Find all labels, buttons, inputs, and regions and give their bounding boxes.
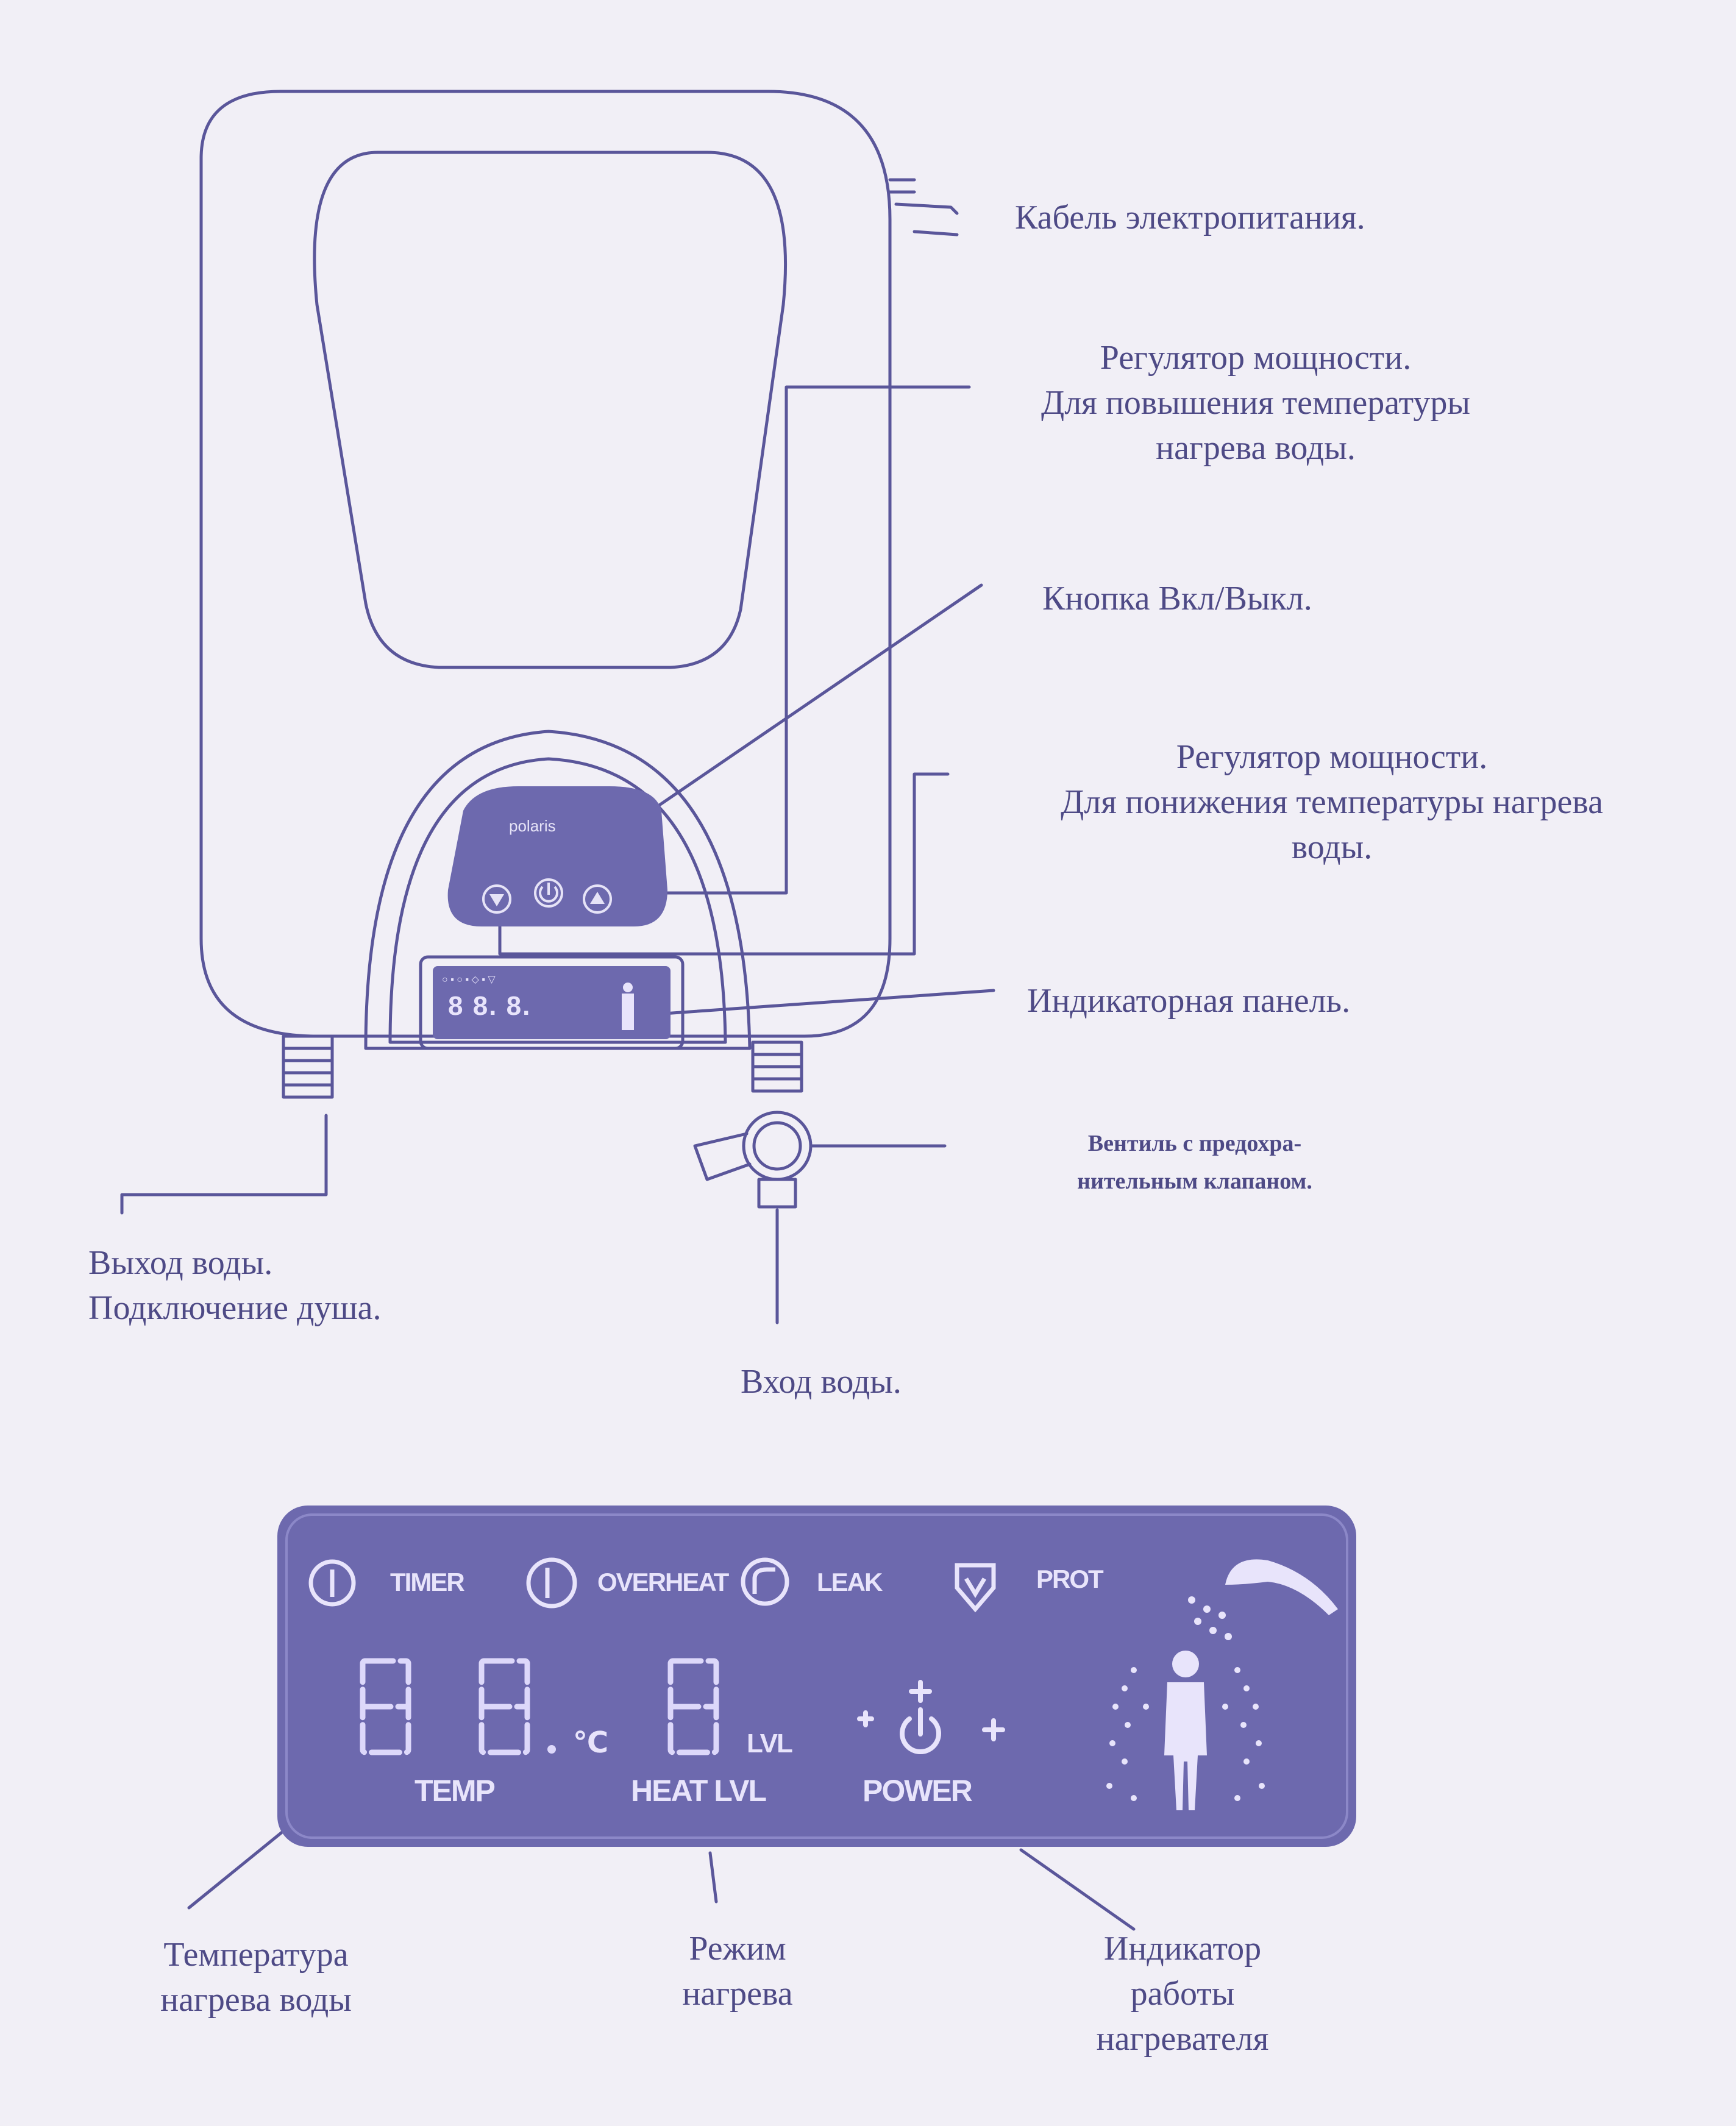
caption-heater-indicator-line1: Индикатор <box>1103 1930 1262 1968</box>
label-water-out-line1: Выход воды. <box>88 1244 273 1282</box>
down-button[interactable] <box>482 884 511 914</box>
label-water-out-line2: Подключение душа. <box>88 1289 382 1327</box>
power-indicator-icon <box>857 1680 1005 1754</box>
caption-temperature-line2: нагрева воды <box>160 1981 352 2019</box>
label-valve: Вентиль с предохра- нительным клапаном. <box>1012 1125 1378 1200</box>
outlet-fitting <box>282 1034 334 1099</box>
heat-level-digit <box>667 1658 719 1755</box>
leak-label: LEAK <box>817 1568 883 1596</box>
prot-label: PROT <box>1036 1565 1104 1593</box>
label-power-up: Регулятор мощности. Для повышения темпер… <box>975 335 1536 471</box>
caption-heater-indicator: Индикатор работы нагревателя <box>1036 1926 1329 2061</box>
label-power-up-line1: Регулятор мощности. <box>1100 339 1412 377</box>
temp-label: TEMP <box>414 1774 495 1808</box>
overheat-icon <box>526 1557 577 1609</box>
caption-heater-indicator-line2: работы <box>1130 1975 1235 2013</box>
label-power-down-line1: Регулятор мощности. <box>1176 738 1488 776</box>
label-water-in: Вход воды. <box>741 1363 902 1401</box>
brand-logo: polaris <box>509 817 556 835</box>
power-button[interactable] <box>534 878 563 908</box>
label-water-out: Выход воды. Подключение душа. <box>88 1240 381 1331</box>
label-power-up-line3: нагрева воды. <box>1156 429 1356 467</box>
label-power-up-line2: Для повышения температуры <box>1041 384 1470 422</box>
label-power-down-line2: Для понижения температуры нагрева <box>1061 783 1603 821</box>
timer-label: TIMER <box>390 1568 464 1596</box>
lcd-panel: TIMER OVERHEAT LEAK PROT ℃ LVL TEMP HEAT… <box>277 1506 1356 1847</box>
caption-temperature: Температура нагрева воды <box>110 1932 402 2022</box>
svg-text:○ ▪ ○ ▪ ◇ ▪ ▽: ○ ▪ ○ ▪ ◇ ▪ ▽ <box>442 975 496 985</box>
heater-body <box>199 90 892 1038</box>
label-indicator-panel: Индикаторная панель. <box>1027 982 1351 1020</box>
heat-lvl-label: HEAT LVL <box>631 1774 766 1808</box>
heat-unit: LVL <box>747 1729 792 1758</box>
power-label: POWER <box>863 1774 973 1808</box>
svg-text:8 8. 8.: 8 8. 8. <box>448 991 531 1021</box>
caption-heat-mode-line1: Режим <box>689 1930 786 1968</box>
temp-digits <box>360 1658 556 1755</box>
front-cover <box>313 151 788 669</box>
caption-temperature-line1: Температура <box>163 1936 349 1974</box>
control-console <box>364 730 752 1050</box>
label-power-down: Регулятор мощности. Для понижения темпер… <box>987 734 1676 870</box>
power-cable <box>888 178 959 236</box>
label-valve-line2: нительным клапаном. <box>1077 1168 1312 1194</box>
label-valve-line1: Вентиль с предохра- <box>1087 1131 1302 1156</box>
up-button[interactable] <box>583 884 612 914</box>
label-power-cable: Кабель электропитания. <box>1015 199 1365 236</box>
label-on-off: Кнопка Вкл/Выкл. <box>1042 580 1312 617</box>
label-power-down-line3: воды. <box>1291 828 1373 866</box>
control-badge <box>447 786 667 926</box>
heater-person-icon <box>1164 1651 1207 1810</box>
prot-icon <box>955 1563 996 1613</box>
small-display: ○ ▪ ○ ▪ ◇ ▪ ▽ 8 8. 8. <box>419 955 685 1050</box>
caption-heater-indicator-line3: нагревателя <box>1096 2020 1269 2058</box>
caption-heat-mode: Режим нагрева <box>610 1926 866 2016</box>
overheat-label: OVERHEAT <box>597 1568 730 1596</box>
timer-icon <box>308 1559 356 1607</box>
caption-heat-mode-line2: нагрева <box>682 1975 793 2013</box>
water-drops <box>1106 1667 1265 1801</box>
leak-icon <box>741 1557 789 1606</box>
shower-head-icon <box>1188 1559 1338 1640</box>
temp-unit: ℃ <box>573 1727 607 1759</box>
